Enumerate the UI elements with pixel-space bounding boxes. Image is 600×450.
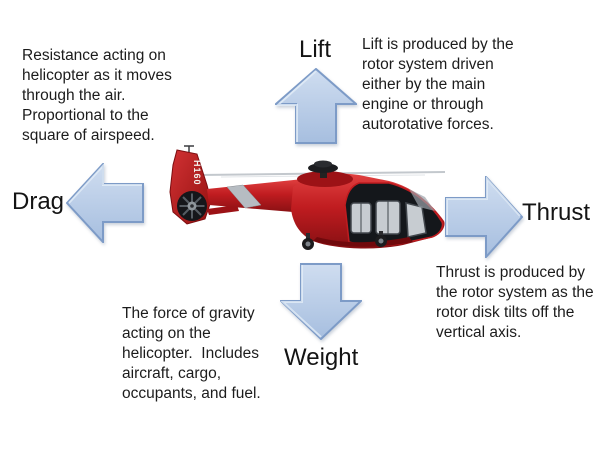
tail-fin: H160	[169, 145, 212, 225]
drag-label: Drag	[12, 188, 65, 215]
weight-arrow-down-icon	[280, 263, 362, 340]
engine-cowling	[297, 171, 353, 187]
weight-label: Weight	[284, 344, 359, 371]
tail-boom-stripe	[226, 184, 262, 209]
tail-marking-text: H160	[192, 160, 202, 186]
thrust-label: Thrust	[522, 199, 591, 226]
rotor-hub	[308, 160, 338, 178]
lift-label: Lift	[299, 36, 332, 63]
horizontal-stabilizer	[207, 205, 239, 215]
drag-description: Resistance acting on helicopter as it mo…	[22, 47, 172, 144]
thrust-arrow-right-icon	[445, 176, 523, 258]
thrust-description: Thrust is produced by the rotor system a…	[436, 264, 594, 341]
helicopter-image: H160	[163, 145, 448, 260]
weight-description: The force of gravity acting on the helic…	[122, 305, 261, 402]
lift-arrow-up-icon	[275, 68, 357, 144]
lift-description: Lift is produced by the rotor system dri…	[362, 36, 514, 133]
landing-gear	[302, 231, 387, 250]
cabin-windows	[350, 189, 435, 238]
belly-shadow	[313, 237, 413, 247]
drag-arrow-left-icon	[66, 163, 144, 243]
